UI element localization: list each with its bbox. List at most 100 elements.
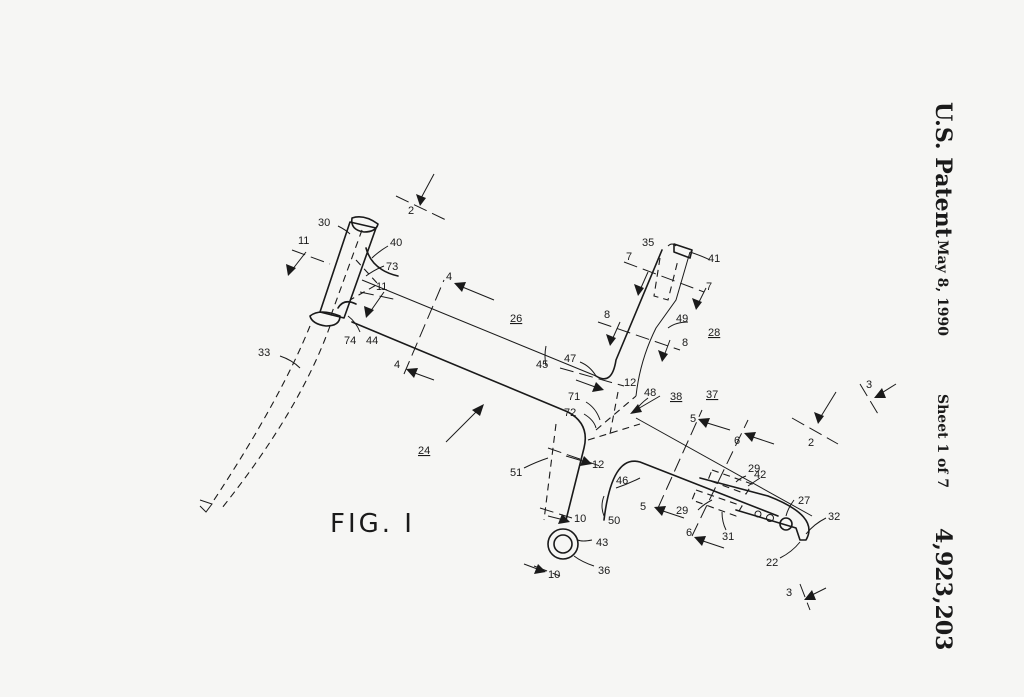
arrow-38-shaft xyxy=(635,395,661,411)
ref-10-lower: 10 xyxy=(548,569,560,581)
seat-post-hidden-outline xyxy=(653,257,679,301)
top-lug-curve xyxy=(365,247,399,277)
arrow-12-upper-head xyxy=(592,382,604,392)
fork-blade-front xyxy=(213,325,311,501)
section-line-12-upper xyxy=(559,367,625,387)
leader-43 xyxy=(577,539,593,542)
ref-47: 47 xyxy=(564,353,576,365)
arrow-4-lower-head xyxy=(406,368,418,378)
ref-7-right: 7 xyxy=(706,281,712,293)
bottom-bracket-bore xyxy=(553,534,573,554)
ref-5-lower: 5 xyxy=(640,501,646,513)
top-bar-lower-edge xyxy=(351,321,587,521)
arrow-4-upper-head xyxy=(454,282,466,292)
rear-dropout-plate xyxy=(699,477,810,541)
leader-41 xyxy=(689,251,711,261)
arrow-5-lower-shaft xyxy=(659,509,685,519)
ref-38: 38 xyxy=(670,391,682,403)
ref-11-left: 11 xyxy=(298,235,309,247)
ref-6-lower: 6 xyxy=(686,527,692,539)
ref-28: 28 xyxy=(708,327,720,339)
section-line-12-lower xyxy=(547,447,601,467)
leader-29-upper xyxy=(735,475,747,483)
section-line-6 xyxy=(691,419,749,537)
bottom-lug-curve xyxy=(337,300,357,309)
section-line-7 xyxy=(623,261,705,293)
leader-46 xyxy=(615,477,641,489)
ref-8-left: 8 xyxy=(604,309,610,321)
top-bar-upper-edge xyxy=(361,279,597,377)
ref-2-right: 2 xyxy=(808,437,814,449)
ref-11-right: 11 xyxy=(376,281,387,293)
ref-51: 51 xyxy=(510,467,522,479)
fork-dropout-tip xyxy=(199,499,213,513)
leader-30 xyxy=(337,225,351,235)
arrow-2-top-shaft xyxy=(419,173,435,201)
adjustment-slot-lower xyxy=(691,489,743,517)
arrow-10-lower-head xyxy=(534,564,546,574)
arrow-3-top-head xyxy=(874,388,886,398)
arrow-3-bottom-head xyxy=(804,590,816,600)
section-line-11-right xyxy=(359,291,399,301)
ref-36: 36 xyxy=(598,565,610,577)
section-line-2-right xyxy=(791,417,839,445)
header-sheet: Sheet 1 of 7 xyxy=(934,394,950,488)
section-line-10-upper xyxy=(539,507,573,519)
arrow-6-lower-head xyxy=(694,536,706,546)
arrow-5-upper-shaft xyxy=(703,421,731,431)
section-arrows xyxy=(286,173,897,600)
dropout-hole-large xyxy=(779,517,793,531)
ref-10-upper: 10 xyxy=(574,513,586,525)
ref-3-bottom: 3 xyxy=(786,587,792,599)
leader-48 xyxy=(635,397,649,411)
leader-42 xyxy=(747,477,761,487)
ref-43: 43 xyxy=(596,537,608,549)
leader-22 xyxy=(779,541,801,559)
head-tube-bottom-cup xyxy=(309,311,341,327)
section-lines xyxy=(291,195,879,611)
arrow-6-upper-head xyxy=(744,432,756,442)
ref-2-top: 2 xyxy=(408,205,414,217)
arrow-7-left-head xyxy=(634,284,644,296)
arrow-6-lower-shaft xyxy=(699,539,725,549)
leader-lines xyxy=(279,225,827,567)
chain-stay-lower xyxy=(603,460,779,521)
chain-stay-upper xyxy=(635,417,813,517)
arrow-10-upper-head xyxy=(558,514,570,524)
bottom-bracket-shell xyxy=(547,528,579,560)
section-line-11-left xyxy=(291,249,331,265)
section-line-2-top xyxy=(395,195,447,221)
ref-29-lower: 29 xyxy=(676,505,688,517)
ref-46: 46 xyxy=(616,475,628,487)
leader-29-lower xyxy=(697,499,713,511)
arrow-6-upper-shaft xyxy=(749,435,775,445)
dropout-hole-small xyxy=(754,510,762,518)
ref-74: 74 xyxy=(344,335,356,347)
leader-74-44 xyxy=(347,315,361,333)
ref-48: 48 xyxy=(644,387,656,399)
arrow-11-right-head xyxy=(364,306,374,318)
leader-33 xyxy=(279,355,301,369)
ref-4-upper: 4 xyxy=(446,271,452,283)
dropout-hole-mid xyxy=(766,514,774,522)
down-tube-hidden-edge xyxy=(543,423,557,521)
header-date: May 8, 1990 xyxy=(934,240,950,336)
arrow-4-upper-shaft xyxy=(459,285,495,301)
section-line-3-bottom xyxy=(799,583,811,611)
arrow-11-left-shaft xyxy=(291,251,307,271)
ref-12-lower: 12 xyxy=(592,459,604,471)
ref-22: 22 xyxy=(766,557,778,569)
ref-72: 72 xyxy=(564,407,576,419)
leader-71 xyxy=(585,401,601,421)
ref-26: 26 xyxy=(510,313,522,325)
arrow-8-left-head xyxy=(606,334,616,346)
seat-tube-left-edge xyxy=(595,249,663,380)
leader-40 xyxy=(371,245,389,259)
fork-blade-rear xyxy=(221,325,331,509)
section-line-8 xyxy=(597,321,681,351)
ref-42: 42 xyxy=(754,469,766,481)
junction-hidden-line-a xyxy=(595,395,637,431)
figure-label: FIG. I xyxy=(330,509,415,539)
junction-hidden-line-b xyxy=(587,423,641,441)
